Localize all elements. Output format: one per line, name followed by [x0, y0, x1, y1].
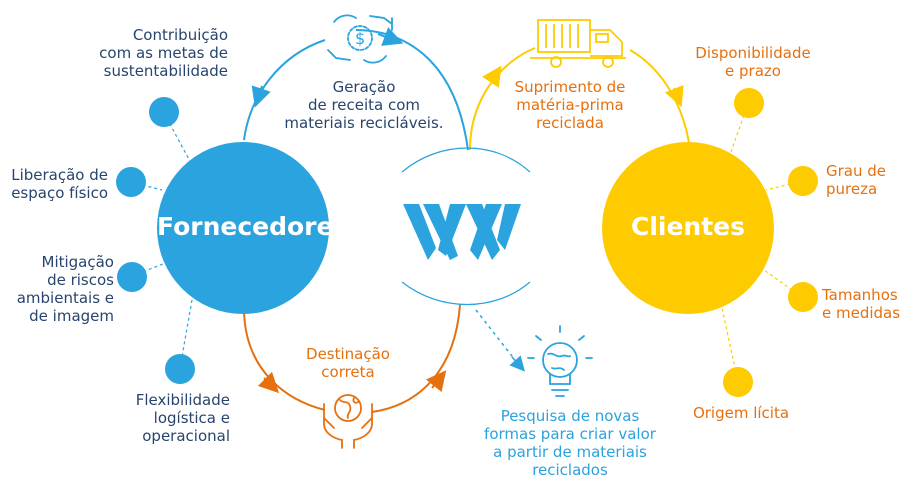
arrow-head	[425, 370, 447, 393]
left-item-sustentabilidade: Contribuição com as metas de sustentabil…	[99, 26, 228, 80]
company-logo	[403, 204, 521, 260]
svg-text:$: $	[355, 29, 365, 48]
arrow-head	[482, 65, 502, 88]
globe-hands-icon	[323, 394, 373, 449]
left-dot-2	[116, 167, 146, 197]
right-dot-2	[788, 166, 818, 196]
truck-icon	[530, 19, 626, 68]
dashed-connector	[475, 309, 516, 361]
left-item-espaco: Liberação de espaço físico	[11, 166, 108, 202]
left-item-flexibilidade: Flexibilidade logística e operacional	[135, 391, 230, 445]
left-dot-3	[117, 262, 147, 292]
fornecedores-hub	[157, 142, 329, 314]
fornecedores-label: Fornecedores	[157, 212, 349, 241]
arrow-head	[257, 371, 280, 394]
lightbulb-globe-icon	[527, 325, 593, 397]
flow-arc-top-left	[355, 29, 469, 151]
arrow-head	[665, 85, 684, 108]
flow-label-pesquisa: Pesquisa de novas formas para criar valo…	[484, 407, 656, 479]
clientes-hub	[602, 142, 774, 314]
right-dot-1	[734, 88, 764, 118]
arrow-head	[377, 27, 404, 46]
arrow-head	[509, 355, 525, 372]
left-dot-1	[149, 97, 179, 127]
right-item-tamanhos: Tamanhos e medidas	[822, 286, 901, 322]
right-dot-4	[723, 367, 753, 397]
flow-label-geracao: Geração de receita com materiais reciclá…	[284, 78, 444, 132]
right-dot-3	[788, 282, 818, 312]
right-item-pureza: Grau de pureza	[826, 162, 887, 198]
flow-arc-top-right-2	[629, 49, 691, 151]
flow-label-suprimento: Suprimento de matéria-prima reciclada	[514, 78, 626, 132]
right-item-disponibilidade: Disponibilidade e prazo	[695, 44, 811, 80]
left-item-riscos: Mitigação de riscos ambientais e de imag…	[16, 253, 114, 325]
flow-label-destinacao: Destinação correta	[306, 345, 390, 381]
clientes-label: Clientes	[630, 212, 746, 241]
flow-arc-top-left-2	[243, 39, 326, 141]
logo-arc-top	[401, 147, 531, 173]
money-hands-icon: $	[327, 14, 393, 64]
left-dot-4	[165, 354, 195, 384]
right-item-origem: Origem lícita	[692, 404, 790, 422]
logo-arc-bottom	[401, 281, 531, 305]
arrow-head	[251, 85, 271, 108]
